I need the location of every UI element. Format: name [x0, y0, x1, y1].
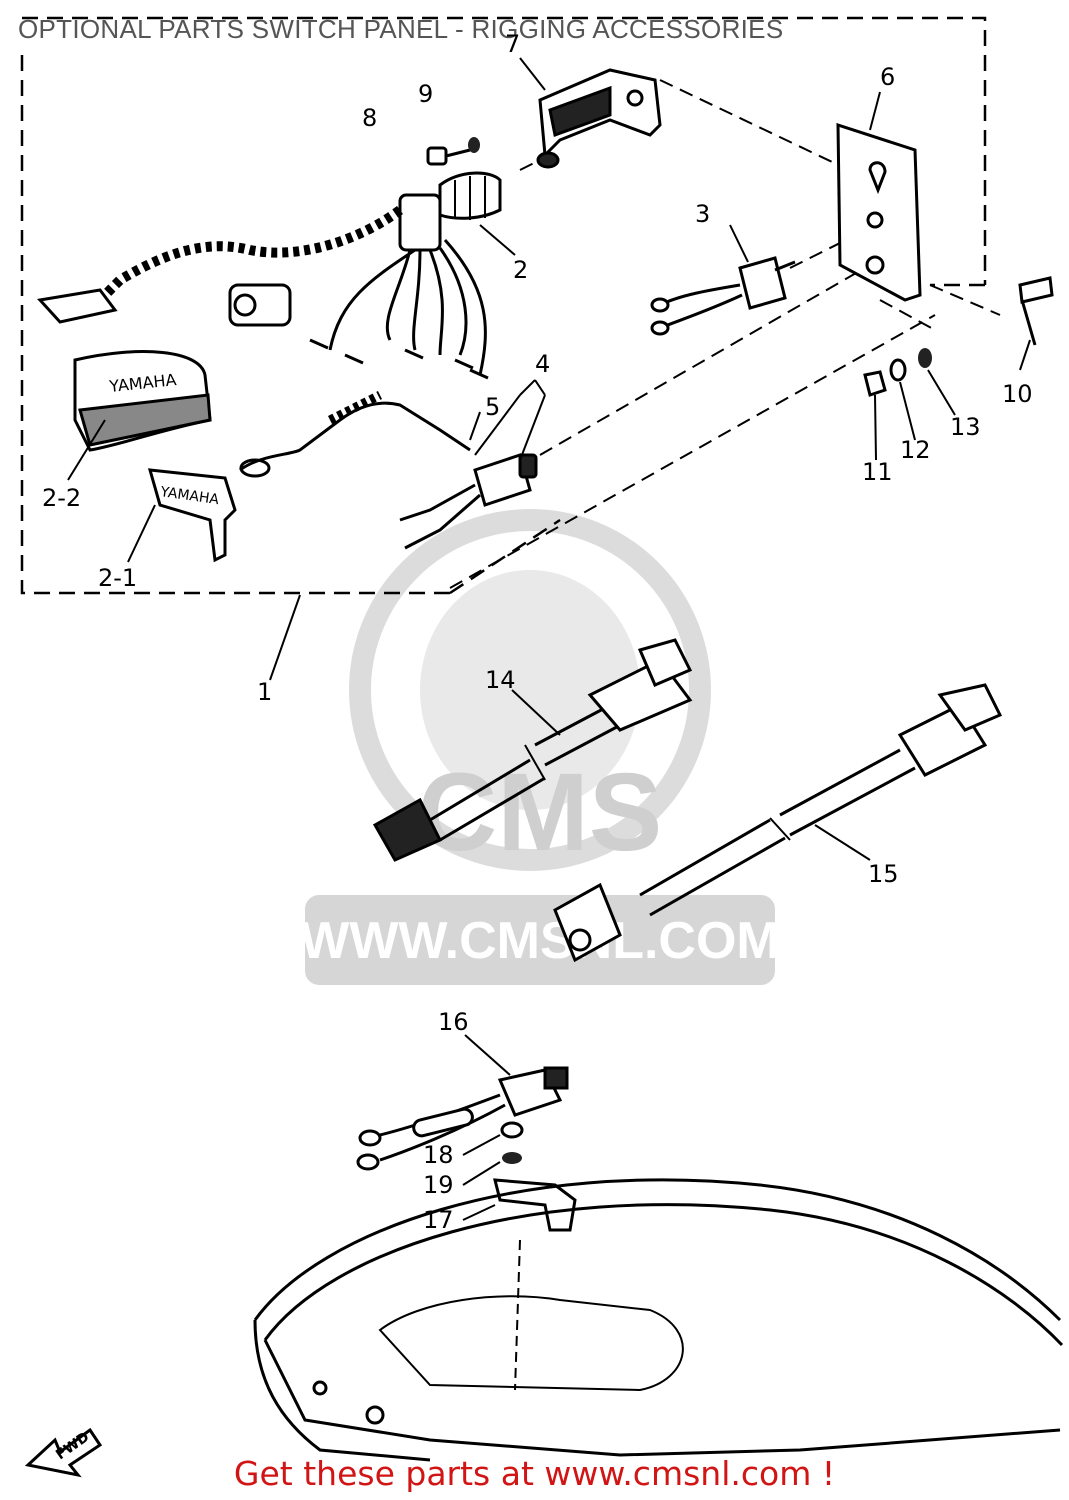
footer-link-text[interactable]: Get these parts at www.cmsnl.com !: [233, 1454, 836, 1493]
cms-watermark: CMS WWW.CMSNL.COM: [300, 509, 780, 985]
part-18-screw: [500, 1121, 524, 1139]
callout-2-1: 2-1: [98, 564, 137, 592]
part-10-screw: [1018, 276, 1054, 346]
callout-3: 3: [695, 200, 710, 228]
callout-2: 2: [513, 256, 528, 284]
part-4-stop-switch: [399, 453, 538, 550]
callout-10: 10: [1002, 380, 1033, 408]
part-13-washer: [918, 348, 932, 368]
callout-8: 8: [362, 104, 377, 132]
part-16-neutral-switch: [356, 1066, 569, 1171]
part-14-cable: [372, 638, 693, 862]
callout-1: 1: [257, 678, 272, 706]
callout-11: 11: [862, 458, 893, 486]
callout-4: 4: [535, 350, 550, 378]
part-17-bracket: [493, 1178, 577, 1232]
part-3-toggle-switch: [650, 256, 796, 336]
callout-6: 6: [880, 63, 895, 91]
callout-leaders: [67, 57, 1031, 1221]
part-2-1-key: YAMAHA: [147, 468, 237, 563]
part-5-lanyard: [239, 390, 471, 478]
part-6-switch-panel: [836, 122, 922, 302]
callout-18: 18: [423, 1141, 454, 1169]
callout-19: 19: [423, 1171, 454, 1199]
kit-boundary-dashed: [20, 16, 987, 595]
callout-7: 7: [505, 30, 520, 58]
callout-14: 14: [485, 666, 516, 694]
part-2-main-switch-harness: [37, 171, 502, 380]
part-7-bracket: [536, 68, 662, 169]
part-8-bolt: [426, 146, 471, 166]
part-9-washer: [468, 137, 480, 153]
callout-5: 5: [485, 393, 500, 421]
part-2-2-key-fob: YAMAHA: [73, 350, 212, 452]
callout-12: 12: [900, 436, 931, 464]
part-15-cable: [553, 683, 1003, 963]
part-12-washer: [889, 358, 907, 382]
part-19-washer: [502, 1152, 522, 1164]
part-11-nut: [863, 370, 887, 397]
callout-2-2: 2-2: [42, 484, 81, 512]
watermark-url-text: WWW.CMSNL.COM: [300, 912, 779, 970]
callout-9: 9: [418, 80, 433, 108]
callout-16: 16: [438, 1008, 469, 1036]
bottom-cowling: [253, 1178, 1064, 1462]
callout-17: 17: [423, 1206, 454, 1234]
callout-15: 15: [868, 860, 899, 888]
callout-labels: 7 6 9 8 3 2 4 5 10 13 12 11 2-2 2-1 1 14…: [42, 30, 1033, 1234]
callout-13: 13: [950, 413, 981, 441]
watermark-url-plate: [305, 895, 775, 985]
